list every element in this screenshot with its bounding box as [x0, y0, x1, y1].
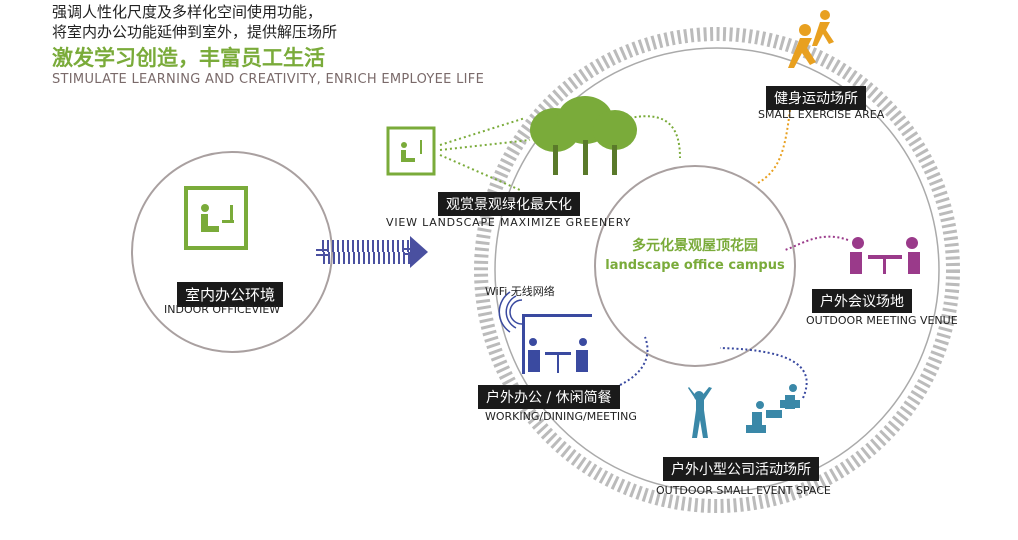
working-connector [619, 336, 649, 386]
indoor-label-en: INDOOR OFFICEVIEW [164, 303, 281, 316]
office-desk-icon [184, 186, 248, 250]
wifi-working-icon [498, 291, 592, 374]
headline-cn: 激发学习创造，丰富员工生活 [52, 46, 325, 70]
event-label-cn: 户外小型公司活动场所 [663, 457, 819, 481]
meeting-label-cn: 户外会议场地 [812, 289, 912, 313]
working-label-cn: 户外办公 / 休闲简餐 [478, 385, 620, 409]
greenery-label-cn: 观赏景观绿化最大化 [438, 192, 580, 216]
intro-text: 强调人性化尺度及多样化空间使用功能， 将室内办公功能延伸到室外，提供解压场所 [52, 2, 337, 42]
intro-line-2: 将室内办公功能延伸到室外，提供解压场所 [52, 23, 338, 41]
intro-line-1: 强调人性化尺度及多样化空间使用功能， [52, 3, 323, 21]
dashed-arrow-icon [316, 236, 428, 268]
greenery-connector [629, 115, 681, 159]
exercise-label-cn: 健身运动场所 [766, 86, 866, 110]
meeting-label-en: OUTDOOR MEETING VENUE [806, 314, 958, 327]
hatched-outer-ring [474, 27, 960, 513]
outer-ring-line [494, 47, 940, 493]
greenery-dotted-lines [439, 117, 531, 191]
wifi-label: WiFi 无线网络 [485, 285, 555, 298]
runners-icon [788, 10, 834, 68]
center-title-en: landscape office campus [605, 258, 785, 273]
meeting-table-icon [850, 237, 920, 274]
event-connector [719, 347, 808, 399]
indoor-circle [131, 151, 333, 353]
greenery-label-en: VIEW LANDSCAPE MAXIMIZE GREENERY [386, 216, 631, 229]
center-title-cn: 多元化景观屋顶花园 [632, 238, 758, 254]
center-circle [594, 165, 796, 367]
desk-small-icon [386, 126, 436, 176]
working-label-en: WORKING/DINING/MEETING [485, 410, 637, 423]
exercise-label-en: SMALL EXERCISE AREA [758, 108, 885, 121]
event-people-icon [688, 384, 800, 438]
headline-en: STIMULATE LEARNING AND CREATIVITY, ENRIC… [52, 72, 485, 87]
trees-icon [530, 96, 637, 175]
meeting-connector [784, 235, 849, 251]
event-label-en: OUTDOOR SMALL EVENT SPACE [656, 484, 831, 497]
indoor-label-cn: 室内办公环境 [177, 282, 284, 307]
